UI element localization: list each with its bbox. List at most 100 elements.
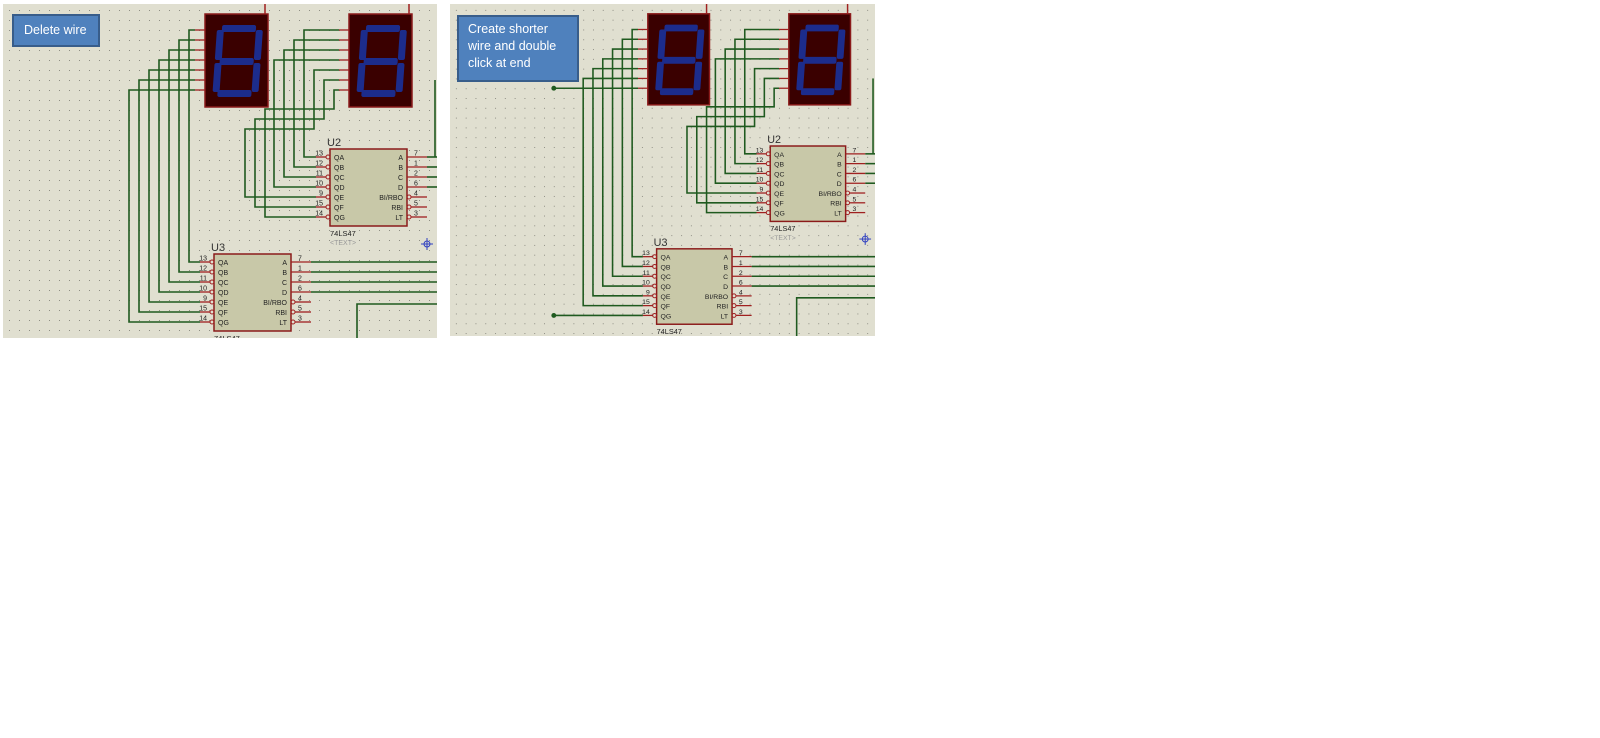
grid-dot (553, 333, 555, 335)
wire-u2-segment[interactable] (293, 39, 339, 168)
wire-bottom[interactable] (795, 297, 875, 336)
wire-end-dot[interactable] (551, 312, 557, 318)
grid-dot (209, 10, 210, 11)
grid-dot (119, 210, 120, 211)
wire-u3-segment[interactable] (168, 49, 200, 283)
pin-number: 15 (642, 299, 650, 306)
wire-u3-segment[interactable] (128, 89, 200, 323)
chip-body[interactable] (655, 248, 733, 325)
wire-u3-segment[interactable] (631, 28, 643, 258)
grid-dot (465, 225, 467, 227)
grid-dot (9, 100, 10, 101)
grid-dot (49, 270, 50, 271)
grid-dot (602, 303, 604, 305)
grid-dot (827, 293, 829, 295)
grid-dot (847, 293, 849, 295)
wire-u3-segment[interactable] (158, 59, 200, 293)
wire-u3-segment[interactable] (582, 77, 643, 307)
chip-part-number[interactable]: 74LS47 (330, 229, 356, 238)
wire-u2-segment[interactable] (264, 89, 339, 218)
wire-u2-segment[interactable] (244, 69, 339, 198)
grid-dot (279, 220, 280, 221)
wire-u2-segment[interactable] (734, 38, 780, 165)
chip-text-placeholder[interactable]: <TEXT> (330, 240, 356, 247)
chip-reference[interactable]: U2 (327, 137, 341, 149)
grid-dot (788, 293, 790, 295)
chip-u3[interactable]: U374LS4713QAA712QBB111QCC210QDD69QEBI/RB… (199, 242, 311, 338)
pin-number: 12 (315, 161, 323, 168)
wire-u2-segment[interactable] (743, 28, 780, 155)
grid-dot (79, 120, 80, 121)
grid-dot (465, 274, 467, 276)
chip-reference[interactable]: U3 (211, 242, 225, 254)
grid-dot (465, 333, 467, 335)
wire-u3-segment[interactable] (601, 58, 643, 287)
grid-dot (455, 98, 457, 100)
grid-dot (89, 110, 90, 111)
grid-dot (119, 190, 120, 191)
wire-u3-segment[interactable] (148, 69, 200, 303)
wires[interactable] (128, 29, 437, 338)
grid-dot (49, 180, 50, 181)
grid-dot (759, 19, 761, 21)
seven-segment-display-tens[interactable] (638, 4, 711, 106)
grid-dot (179, 30, 180, 31)
chip-part-number[interactable]: 74LS47 (770, 224, 795, 233)
wire-u2-segment[interactable] (714, 58, 780, 185)
chip-part-number[interactable]: 74LS47 (214, 334, 240, 338)
chip-part-number[interactable]: 74LS47 (657, 327, 682, 336)
wire-u2-segment[interactable] (686, 67, 780, 194)
seven-segment-display-units[interactable] (779, 4, 852, 106)
wires[interactable] (551, 28, 875, 336)
grid-dot (39, 300, 40, 301)
chip-body[interactable] (329, 148, 408, 227)
grid-dot (389, 10, 390, 11)
wire-u2-segment[interactable] (724, 48, 780, 175)
grid-dot (359, 120, 360, 121)
grid-dot (837, 244, 839, 246)
seven-segment-display-tens[interactable] (195, 4, 269, 108)
grid-dot (199, 280, 200, 281)
grid-dot (720, 117, 722, 119)
wire-u3-segment[interactable] (178, 39, 200, 273)
wire-u2-segment[interactable] (303, 29, 339, 158)
grid-dot (808, 274, 810, 276)
wire-u2-segment[interactable] (273, 59, 339, 188)
pin-name: QD (218, 290, 229, 297)
grid-dot (857, 166, 859, 168)
grid-dot (209, 190, 210, 191)
chip-reference[interactable]: U3 (654, 237, 668, 249)
wire-u3-segment[interactable] (611, 48, 643, 278)
chip-body[interactable] (213, 253, 292, 332)
wire-u3-segment[interactable] (188, 29, 200, 263)
grid-dot (389, 300, 390, 301)
grid-dot (788, 117, 790, 119)
grid-dot (485, 274, 487, 276)
wire-u3-segment[interactable] (592, 67, 643, 297)
pin-number: 7 (298, 256, 302, 263)
wire-end-dot[interactable] (551, 85, 557, 91)
seven-segment-display-units[interactable] (339, 4, 413, 108)
grid-dot (524, 303, 526, 305)
grid-dot (632, 264, 634, 266)
grid-dot (690, 107, 692, 109)
wire-u2-segment[interactable] (705, 87, 780, 214)
wire-bottom[interactable] (356, 303, 437, 338)
grid-dot (720, 29, 722, 31)
grid-dot (309, 140, 310, 141)
grid-dot (524, 9, 526, 11)
chip-text-placeholder[interactable]: <TEXT> (770, 235, 795, 242)
wire-u3-segment[interactable] (138, 79, 200, 313)
chip-reference[interactable]: U2 (767, 134, 781, 146)
wire-u3-segment[interactable] (621, 38, 643, 268)
wire-u2-segment[interactable] (283, 49, 339, 178)
grid-dot (524, 274, 526, 276)
grid-dot (867, 313, 869, 315)
grid-dot (109, 160, 110, 161)
grid-dot (389, 290, 390, 291)
